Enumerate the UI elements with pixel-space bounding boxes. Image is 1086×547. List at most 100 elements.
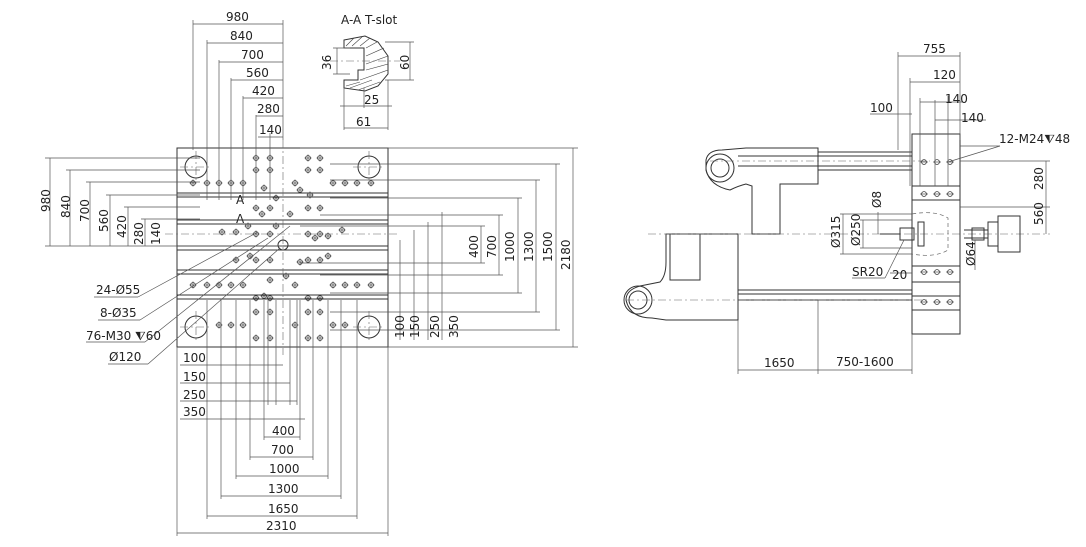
right-small-dim-label: 150 — [408, 315, 422, 338]
platen-front-view: 980 840 700 560 420 280 140 980 840 700 … — [39, 10, 578, 536]
right-dim-label: 1000 — [503, 231, 517, 262]
thread-hole-icon — [203, 281, 211, 289]
thread-hole-icon — [920, 269, 928, 275]
top-dim-label: 980 — [226, 10, 249, 24]
callout-label: Ø120 — [109, 350, 141, 364]
side-right-dim-label: 560 — [1032, 202, 1046, 225]
top-dim-label: 420 — [252, 84, 275, 98]
side-top-dim-label: 100 — [870, 101, 893, 115]
thread-hole-icon — [252, 294, 260, 302]
thread-hole-icon — [272, 222, 280, 230]
bottom-dim-label: 1000 — [269, 462, 300, 476]
right-dim-label: 400 — [467, 235, 481, 258]
section-dim-label: 60 — [398, 55, 412, 70]
thread-hole-icon — [311, 234, 319, 242]
right-dim-label: 2180 — [559, 239, 573, 270]
left-dim-label: 980 — [39, 189, 53, 212]
thread-hole-icon — [266, 256, 274, 264]
side-bottom-dim-label: 750-1600 — [836, 355, 894, 369]
top-dim-label: 280 — [257, 102, 280, 116]
thread-hole-icon — [218, 228, 226, 236]
section-mark-label: A — [236, 193, 245, 207]
thread-hole-icon — [239, 321, 247, 329]
side-view: 755 120 140 140 100 12-M24⧨48 280 560 Ø8… — [623, 42, 1070, 374]
thread-hole-icon — [304, 256, 312, 264]
thread-hole-icon — [266, 204, 274, 212]
bottom-dim-label: 700 — [271, 443, 294, 457]
callout-label: 24-Ø55 — [96, 283, 140, 297]
top-dim-label: 140 — [259, 123, 282, 137]
thread-hole-icon — [266, 230, 274, 238]
thread-hole-icon — [266, 276, 274, 284]
right-dim-label: 1500 — [541, 231, 555, 262]
section-dim-label: 36 — [320, 55, 334, 70]
side-left-dim-label: Ø250 — [849, 214, 863, 246]
thread-hole-icon — [324, 252, 332, 260]
thread-hole-icon — [266, 308, 274, 316]
left-dim-label: 700 — [78, 199, 92, 222]
thread-hole-icon — [304, 204, 312, 212]
thread-hole-icon — [324, 232, 332, 240]
pivot-icon — [705, 153, 735, 183]
thread-hole-icon — [341, 321, 349, 329]
top-dim-label: 560 — [246, 66, 269, 80]
bottom-dim-label: 2310 — [266, 519, 297, 533]
thread-hole-icon — [367, 281, 375, 289]
thread-hole-icon — [239, 281, 247, 289]
top-dim-label: 840 — [230, 29, 253, 43]
thread-hole-icon — [329, 321, 337, 329]
thread-hole-icon — [933, 269, 941, 275]
thread-hole-icon — [316, 334, 324, 342]
thread-hole-icon — [252, 256, 260, 264]
right-small-dim-label: 250 — [428, 315, 442, 338]
side-thread-holes — [920, 159, 954, 305]
left-dim-label: 140 — [149, 222, 163, 245]
bottom-dim-label: 1650 — [268, 502, 299, 516]
t-slot-section: A-A T-slot 36 60 25 61 — [320, 13, 414, 130]
thread-hole-icon — [260, 292, 268, 300]
thread-hole-icon — [933, 191, 941, 197]
section-dim-label: 61 — [356, 115, 371, 129]
thread-hole-icon — [272, 194, 280, 202]
side-bottom-dim-label: 1650 — [764, 356, 795, 370]
side-right-dim-label: 280 — [1032, 167, 1046, 190]
thread-hole-icon — [296, 186, 304, 194]
thread-hole-icon — [920, 191, 928, 197]
thread-hole-icon — [316, 166, 324, 174]
thread-hole-icon — [232, 228, 240, 236]
section-mark-label: A — [236, 212, 245, 226]
left-dim-label: 280 — [132, 222, 146, 245]
thread-hole-icon — [306, 191, 314, 199]
thread-hole-icon — [341, 179, 349, 187]
thread-hole-icon — [338, 226, 346, 234]
bottom-left-dim-label: 100 — [183, 351, 206, 365]
thread-hole-icon — [282, 272, 290, 280]
thread-hole-icon — [291, 321, 299, 329]
right-dim-label: 700 — [485, 235, 499, 258]
thread-hole-icon — [304, 334, 312, 342]
thread-hole-icon — [329, 179, 337, 187]
thread-hole-icon — [304, 308, 312, 316]
right-small-dim-label: 100 — [393, 315, 407, 338]
thread-hole-icon — [304, 154, 312, 162]
thread-hole-icon — [946, 299, 954, 305]
right-dim-label: 1300 — [522, 231, 536, 262]
thread-hole-icon — [189, 179, 197, 187]
thread-hole-icon — [367, 179, 375, 187]
thread-hole-icon — [291, 281, 299, 289]
bottom-left-dim-label: 350 — [183, 405, 206, 419]
side-top-dim-label: 120 — [933, 68, 956, 82]
thread-hole-icon — [215, 321, 223, 329]
right-small-dim-label: 350 — [447, 315, 461, 338]
side-top-dim-label: 140 — [945, 92, 968, 106]
thread-hole-icon — [946, 269, 954, 275]
thread-hole-icon — [316, 230, 324, 238]
thread-hole-icon — [252, 204, 260, 212]
thread-hole-icon — [933, 299, 941, 305]
side-top-dim-label: 755 — [923, 42, 946, 56]
thread-hole-icon — [252, 230, 260, 238]
callout-label: 76-M30 ⧨60 — [86, 329, 161, 343]
left-dim-label: 560 — [97, 209, 111, 232]
thread-hole-icon — [933, 159, 941, 165]
